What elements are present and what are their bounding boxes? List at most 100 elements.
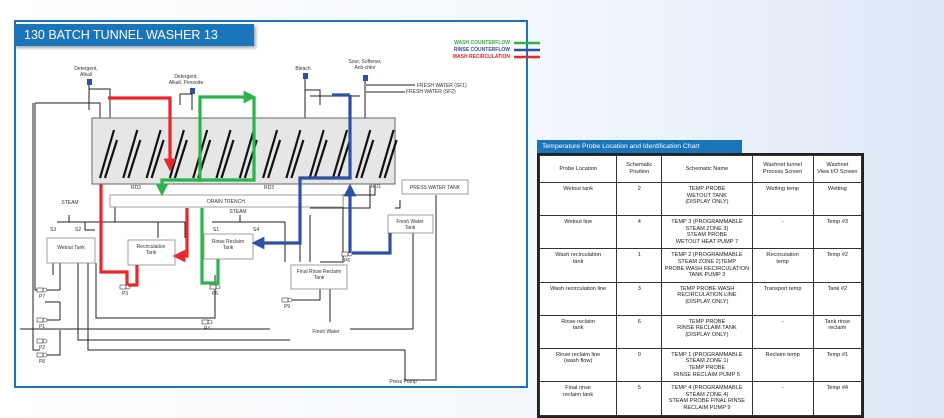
press-water-tank-label: PRESS WATER TANK xyxy=(410,185,461,191)
legend: WASH COUNTERFLOW RINSE COUNTERFLOW WASH … xyxy=(453,40,540,60)
fresh-water-tank xyxy=(387,214,434,234)
pump-icon: P7 xyxy=(36,287,48,300)
steam-label: STEAM xyxy=(229,209,246,215)
steam-label: STEAM xyxy=(61,200,78,206)
chamber-divider xyxy=(355,129,375,179)
valve-label: S1 xyxy=(213,227,219,233)
table-cell: Reclaim temp xyxy=(751,347,814,383)
column-header: Schematic Name xyxy=(661,155,753,183)
column-header: Schematic Position xyxy=(616,155,663,183)
wash-recirculation-flow xyxy=(108,96,177,172)
pump-label: P4 xyxy=(204,326,210,332)
chem-label: Detergent, xyxy=(74,66,97,72)
table-cell: Final rinse reclaim tank xyxy=(538,381,618,416)
chemical-pump-icons xyxy=(87,73,368,94)
pump-icon: P1 xyxy=(36,317,48,330)
table-cell: Wash recirculation line xyxy=(538,281,618,316)
table-cell: 4 xyxy=(616,214,663,250)
wetout-tank xyxy=(46,237,96,264)
table-cell: TEMP 4 (PROGRAMMABLE STEAM ZONE 4) STEAM… xyxy=(661,381,753,416)
wash-recirculation-flow xyxy=(172,208,189,263)
pump-label: P8 xyxy=(39,359,45,365)
table-cell: 0 xyxy=(616,347,663,383)
table-cell: Wetout line xyxy=(538,214,618,250)
chem-label: Alkali xyxy=(80,72,92,78)
chamber-divider xyxy=(285,129,305,179)
table-cell: TEMP PROBE WETOUT TANK (DISPLAY ONLY) xyxy=(661,182,753,216)
table-cell: 3 xyxy=(616,281,663,316)
valve-label: S3 xyxy=(50,227,56,233)
chamber-divider xyxy=(378,129,398,179)
table-cell: TEMP 1 (PROGRAMMABLE STEAM ZONE 1) TEMP … xyxy=(661,347,753,383)
wash-recirculation-flow xyxy=(99,184,129,285)
rinse-reclaim-tank-label: Tank xyxy=(223,245,234,251)
pump-label: P2 xyxy=(39,345,45,351)
valve-label: S4 xyxy=(253,227,259,233)
legend-wash-counterflow: WASH COUNTERFLOW xyxy=(454,40,510,46)
pump-label: P7 xyxy=(39,294,45,300)
chem-label: Detergent, xyxy=(174,74,197,80)
rinse-reclaim-tank-label: Rinse Reclaim xyxy=(212,239,244,245)
column-header: Probe Location xyxy=(538,155,618,183)
probe-chart-panel: Temperature Probe Location and Identific… xyxy=(537,140,864,418)
wetout-tank-label: Wetout Tank xyxy=(57,245,85,251)
chem-label: Sour, Softener, xyxy=(348,59,381,65)
table-cell: Tank #2 xyxy=(812,281,863,316)
recirculation-tank-label: Tank xyxy=(146,250,157,256)
pump-icon: P5 xyxy=(209,284,221,297)
tunnel-washer xyxy=(91,117,398,185)
table-cell: Wetting xyxy=(812,182,863,216)
pump-icon: P6 xyxy=(341,251,353,264)
pump-label: P1 xyxy=(39,324,45,330)
table-cell: TEMP 3 (PROGRAMMABLE STEAM ZONE 3) STEAM… xyxy=(661,214,753,250)
column-header: Washnet tunnel Process Screen xyxy=(751,155,814,183)
chem-label: Bleach xyxy=(295,66,311,72)
fresh-water-label: Fresh Water xyxy=(312,329,340,335)
wash-counterflow xyxy=(155,97,256,197)
table-cell: Recirculation temp xyxy=(751,248,814,283)
rinse-reclaim-tank xyxy=(203,233,254,260)
table-cell: - xyxy=(751,314,814,349)
chem-label: Anti-chlor xyxy=(354,65,375,71)
valve-label: S2 xyxy=(75,227,81,233)
table-cell: Wash recirculation tank xyxy=(538,248,618,283)
chamber-divider xyxy=(331,129,352,179)
pump-icon: P2 xyxy=(36,338,48,351)
legend-wash-recirculation: WASH RECIRCULATION xyxy=(453,54,511,60)
table-cell: TEMP PROBE RINSE RECLAIM TANK (DISPLAY O… xyxy=(661,314,753,349)
final-rinse-reclaim-tank xyxy=(290,264,348,290)
chem-label: Alkali, Peroxide xyxy=(169,80,204,86)
table-cell: Tank rinse reclaim xyxy=(812,314,863,349)
chamber-divider xyxy=(308,129,328,179)
table-cell: Temp #3 xyxy=(812,214,863,250)
pump-label: P3 xyxy=(122,291,128,297)
table-cell: Wetting temp xyxy=(751,182,814,216)
colored-flows xyxy=(99,90,392,287)
recirculation-tank-label: Recirculation xyxy=(137,244,166,250)
fresh-water-sf1-label: FRESH WATER (SF1) xyxy=(417,83,467,89)
wash-counterflow xyxy=(198,90,257,182)
probe-chart-title: Temperature Probe Location and Identific… xyxy=(537,140,742,154)
chamber-divider xyxy=(98,129,119,179)
pump-label: P6 xyxy=(344,258,350,264)
press-water-tank xyxy=(401,179,469,195)
chamber-divider xyxy=(215,129,235,179)
column-header: Washnet View I/O Screen xyxy=(812,155,863,183)
wash-recirculation-flow xyxy=(128,265,139,287)
pump-icon: P4 xyxy=(201,319,213,332)
press-pump-label: Press Pump xyxy=(389,379,416,385)
table-cell: Wetout tank xyxy=(538,182,618,216)
diagram-title: 130 BATCH TUNNEL WASHER 13 CHAMBER xyxy=(14,24,254,64)
drain-trench xyxy=(109,194,344,208)
legend-rinse-counterflow: RINSE COUNTERFLOW xyxy=(454,47,510,53)
pump-label: P5 xyxy=(212,291,218,297)
rinse-counterflow xyxy=(352,233,392,255)
drain-trench-label: DRAIN TRENCH xyxy=(207,199,245,205)
